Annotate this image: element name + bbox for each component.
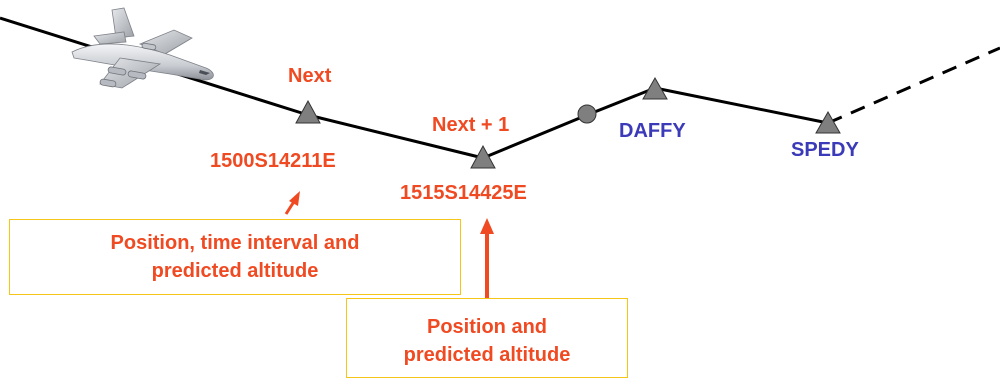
waypoint-next-triangle-icon [295, 99, 321, 124]
waypoint-spedy-label: SPEDY [791, 139, 859, 161]
waypoint-next-plus-1-position: 1515S14425E [400, 182, 527, 204]
waypoint-next-plus-1-label: Next + 1 [432, 114, 509, 136]
next-plus-1-info-callout: Position and predicted altitude [346, 298, 628, 378]
waypoint-spedy-triangle-icon [815, 110, 841, 134]
next-info-arrow-icon [284, 191, 300, 215]
next-info-callout: Position, time interval and predicted al… [9, 219, 461, 295]
future-route-dashed-line [827, 46, 1000, 125]
waypoint-next-position: 1500S14211E [210, 150, 336, 172]
next-info-callout-line-2: predicted altitude [151, 260, 319, 282]
aircraft-icon [71, 7, 214, 89]
next-plus-1-info-callout-line-1: Position and [427, 316, 547, 338]
next-plus-1-info-arrow-icon [480, 218, 494, 298]
next-info-callout-line-1: Position, time interval and [110, 232, 360, 254]
waypoint-next-plus-1-triangle-icon [470, 144, 496, 169]
waypoint-daffy-label: DAFFY [619, 120, 686, 142]
next-plus-1-info-callout-line-2: predicted altitude [403, 344, 571, 366]
route-point-circle-icon [577, 104, 597, 124]
waypoint-daffy-triangle-icon [642, 76, 668, 100]
waypoint-next-label: Next [288, 65, 332, 87]
flight-route-line [0, 16, 829, 160]
